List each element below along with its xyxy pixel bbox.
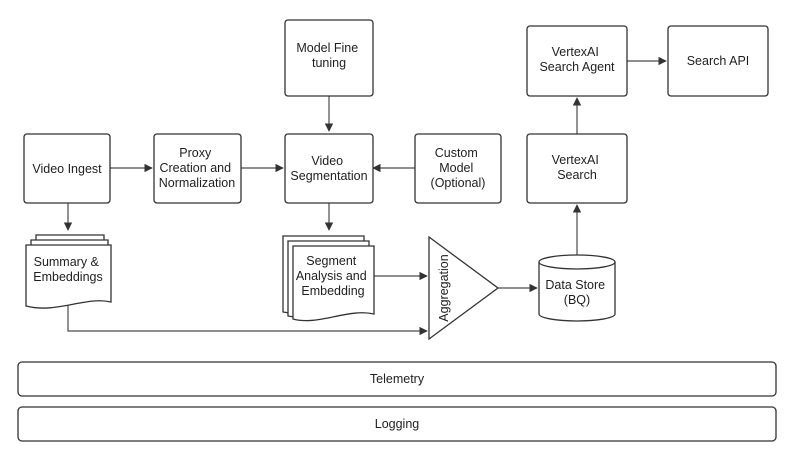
vertexai-search-line2: Search bbox=[557, 168, 597, 182]
svg-text:Search API: Search API bbox=[687, 54, 750, 68]
summary-doc-front bbox=[25, 244, 112, 309]
custom-model-line2: Model bbox=[439, 161, 473, 175]
svg-text:Telemetry: Telemetry bbox=[370, 372, 425, 386]
vertexai-search-agent-line1: VertexAI bbox=[552, 45, 599, 59]
summary-embeddings-line2: Embeddings bbox=[33, 270, 103, 284]
svg-text:Proxy Creation and: Proxy Creation and Normalization bbox=[159, 146, 235, 190]
video-segmentation-line2: Segmentation bbox=[290, 169, 367, 183]
vertexai-search-node: VertexAI Search bbox=[526, 133, 628, 204]
data-store-line1: Data Store bbox=[545, 278, 605, 292]
custom-model-line1: Custom bbox=[435, 146, 478, 160]
summary-embeddings-line1: Summary & bbox=[34, 255, 100, 269]
proxy-creation-node: Proxy Creation and Normalization bbox=[153, 133, 242, 204]
telemetry-label: Telemetry bbox=[370, 372, 425, 386]
summary-embeddings-node: Summary & Embeddings bbox=[25, 234, 112, 309]
proxy-creation-line2: Creation and bbox=[159, 161, 231, 175]
video-segmentation-line1: Video bbox=[311, 154, 343, 168]
search-api-line1: Search API bbox=[687, 54, 750, 68]
edges bbox=[63, 56, 667, 336]
svg-text:Video Segmentation: Video Segmentation bbox=[290, 154, 367, 183]
proxy-creation-line1: Proxy bbox=[179, 146, 212, 160]
logging-bar: Logging bbox=[17, 406, 777, 442]
svg-text:Segment Analysis and: Segment Analysis and Embedding bbox=[296, 254, 370, 298]
svg-text:VertexAI Search: VertexAI Search bbox=[552, 153, 603, 182]
svg-text:Summary & Embeddings: Summary & Embeddings bbox=[33, 255, 103, 284]
segment-analysis-node: Segment Analysis and Embedding bbox=[282, 235, 375, 322]
search-api-node: Search API bbox=[667, 25, 769, 97]
svg-text:Video Ingest: Video Ingest bbox=[32, 162, 102, 176]
data-store-cylinder-body bbox=[538, 262, 616, 322]
vertexai-search-agent-line2: Search Agent bbox=[539, 60, 615, 74]
logging-label: Logging bbox=[375, 417, 420, 431]
proxy-creation-line3: Normalization bbox=[159, 176, 235, 190]
svg-text:Logging: Logging bbox=[375, 417, 420, 431]
svg-text:Model Fine tuning: Model Fine tuning bbox=[296, 41, 361, 70]
svg-text:Custom Model (Opti: Custom Model (Optional) bbox=[431, 146, 486, 190]
model-fine-tuning-node: Model Fine tuning bbox=[284, 19, 374, 97]
svg-text:Data Store (BQ): Data Store (BQ) bbox=[545, 278, 608, 307]
aggregation-label: Aggregation bbox=[437, 254, 451, 321]
aggregation-triangle bbox=[428, 235, 500, 341]
segment-doc-front bbox=[292, 245, 375, 322]
custom-model-node: Custom Model (Optional) bbox=[414, 133, 502, 204]
data-store-line2: (BQ) bbox=[564, 293, 590, 307]
svg-text:Aggregation: Aggregation bbox=[437, 254, 451, 321]
segment-analysis-line1: Segment bbox=[306, 254, 357, 268]
vertexai-search-agent-node: VertexAI Search Agent bbox=[526, 25, 628, 97]
model-fine-tuning-line2: tuning bbox=[312, 56, 346, 70]
video-ingest-node: Video Ingest bbox=[23, 133, 111, 204]
segment-analysis-line3: Embedding bbox=[301, 284, 364, 298]
custom-model-line3: (Optional) bbox=[431, 176, 486, 190]
video-segmentation-node: Video Segmentation bbox=[284, 133, 374, 204]
vertexai-search-line1: VertexAI bbox=[552, 153, 599, 167]
data-store-node: Data Store (BQ) bbox=[538, 254, 616, 322]
svg-text:VertexAI Search Agent: VertexAI Search Agent bbox=[539, 45, 615, 74]
edge-summary-to-aggregation bbox=[67, 302, 428, 336]
segment-analysis-line2: Analysis and bbox=[296, 269, 367, 283]
video-ingest-line1: Video Ingest bbox=[32, 162, 102, 176]
model-fine-tuning-line1: Model Fine bbox=[296, 41, 358, 55]
telemetry-bar: Telemetry bbox=[17, 361, 777, 397]
aggregation-node: Aggregation bbox=[428, 235, 500, 341]
data-store-cylinder-top bbox=[538, 254, 616, 270]
